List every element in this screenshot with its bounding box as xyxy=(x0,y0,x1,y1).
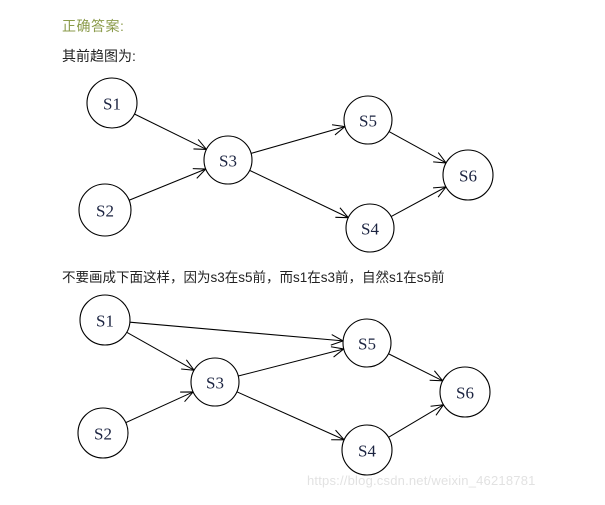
node-label: S5 xyxy=(358,335,376,354)
node-s5[interactable]: S5 xyxy=(342,318,392,368)
node-s4[interactable]: S4 xyxy=(345,203,395,253)
edge-s3-to-s5 xyxy=(250,124,347,154)
edge-s3-to-s4 xyxy=(236,391,346,441)
arrow-head xyxy=(193,139,208,150)
edge-s1-to-s3 xyxy=(126,331,196,371)
edge-s1-to-s5 xyxy=(129,321,345,346)
edge-line xyxy=(250,126,346,154)
node-label: S1 xyxy=(103,95,121,114)
answer-title: 正确答案: xyxy=(62,18,125,34)
edge-line xyxy=(238,348,344,377)
arrow-head xyxy=(330,334,345,346)
edge-s4-to-s6 xyxy=(390,186,448,218)
edge-line xyxy=(126,331,195,371)
edge-s3-to-s4 xyxy=(249,169,350,219)
caption-wrong-graph: 不要画成下面这样，因为s3在s5前，而s1在s3前，自然s1在s5前 xyxy=(62,270,445,285)
edge-s5-to-s6 xyxy=(388,131,448,164)
node-circle[interactable] xyxy=(78,183,132,237)
node-circle[interactable] xyxy=(203,135,253,185)
node-circle[interactable] xyxy=(86,77,138,129)
edge-line xyxy=(128,168,206,201)
node-label: S2 xyxy=(94,425,112,444)
node-label: S4 xyxy=(358,442,376,461)
edge-s5-to-s6 xyxy=(388,353,444,382)
node-label: S1 xyxy=(96,312,114,331)
node-label: S6 xyxy=(459,167,477,186)
node-circle[interactable] xyxy=(79,294,131,346)
node-label: S4 xyxy=(361,220,379,239)
arrow-head xyxy=(330,346,346,358)
node-s6[interactable]: S6 xyxy=(439,366,491,418)
watermark: https://blog.csdn.net/weixin_46218781 xyxy=(307,473,536,488)
arrow-head xyxy=(181,359,196,371)
node-circle[interactable] xyxy=(343,95,393,145)
node-s2[interactable]: S2 xyxy=(78,183,132,237)
node-label: S3 xyxy=(219,152,237,171)
node-circle[interactable] xyxy=(77,407,129,459)
arrow-head xyxy=(430,404,445,416)
caption-correct-graph: 其前趋图为: xyxy=(62,48,136,64)
node-s6[interactable]: S6 xyxy=(442,149,494,201)
node-label: S2 xyxy=(96,202,114,221)
edge-line xyxy=(249,169,349,219)
arrow-head xyxy=(331,429,346,441)
edge-line xyxy=(236,391,345,441)
arrow-head xyxy=(429,370,444,382)
arrow-head xyxy=(433,186,448,198)
arrow-head xyxy=(335,207,350,219)
node-s3[interactable]: S3 xyxy=(203,135,253,185)
edge-s4-to-s6 xyxy=(388,404,445,438)
arrow-head xyxy=(331,124,347,136)
edge-line xyxy=(390,186,447,218)
node-circle[interactable] xyxy=(439,366,491,418)
edge-line xyxy=(125,391,194,424)
node-circle[interactable] xyxy=(190,357,240,407)
node-s4[interactable]: S4 xyxy=(341,424,393,476)
node-label: S5 xyxy=(359,112,377,131)
node-s1[interactable]: S1 xyxy=(86,77,138,129)
arrow-head xyxy=(180,391,195,403)
node-s3[interactable]: S3 xyxy=(190,357,240,407)
arrow-head xyxy=(192,168,207,179)
node-s5[interactable]: S5 xyxy=(343,95,393,145)
node-circle[interactable] xyxy=(345,203,395,253)
edge-line xyxy=(129,321,344,342)
arrow-head xyxy=(433,152,448,164)
edge-s3-to-s5 xyxy=(238,346,346,377)
node-circle[interactable] xyxy=(341,424,393,476)
node-circle[interactable] xyxy=(342,318,392,368)
edge-line xyxy=(388,353,443,382)
node-s2[interactable]: S2 xyxy=(77,407,129,459)
edge-line xyxy=(388,404,444,438)
node-circle[interactable] xyxy=(442,149,494,201)
edge-s2-to-s3 xyxy=(128,168,207,201)
edge-line xyxy=(388,131,447,164)
node-label: S6 xyxy=(456,384,474,403)
edge-s2-to-s3 xyxy=(125,391,195,424)
edge-line xyxy=(134,113,207,150)
node-s1[interactable]: S1 xyxy=(79,294,131,346)
edge-s1-to-s3 xyxy=(134,113,208,150)
node-label: S3 xyxy=(206,374,224,393)
